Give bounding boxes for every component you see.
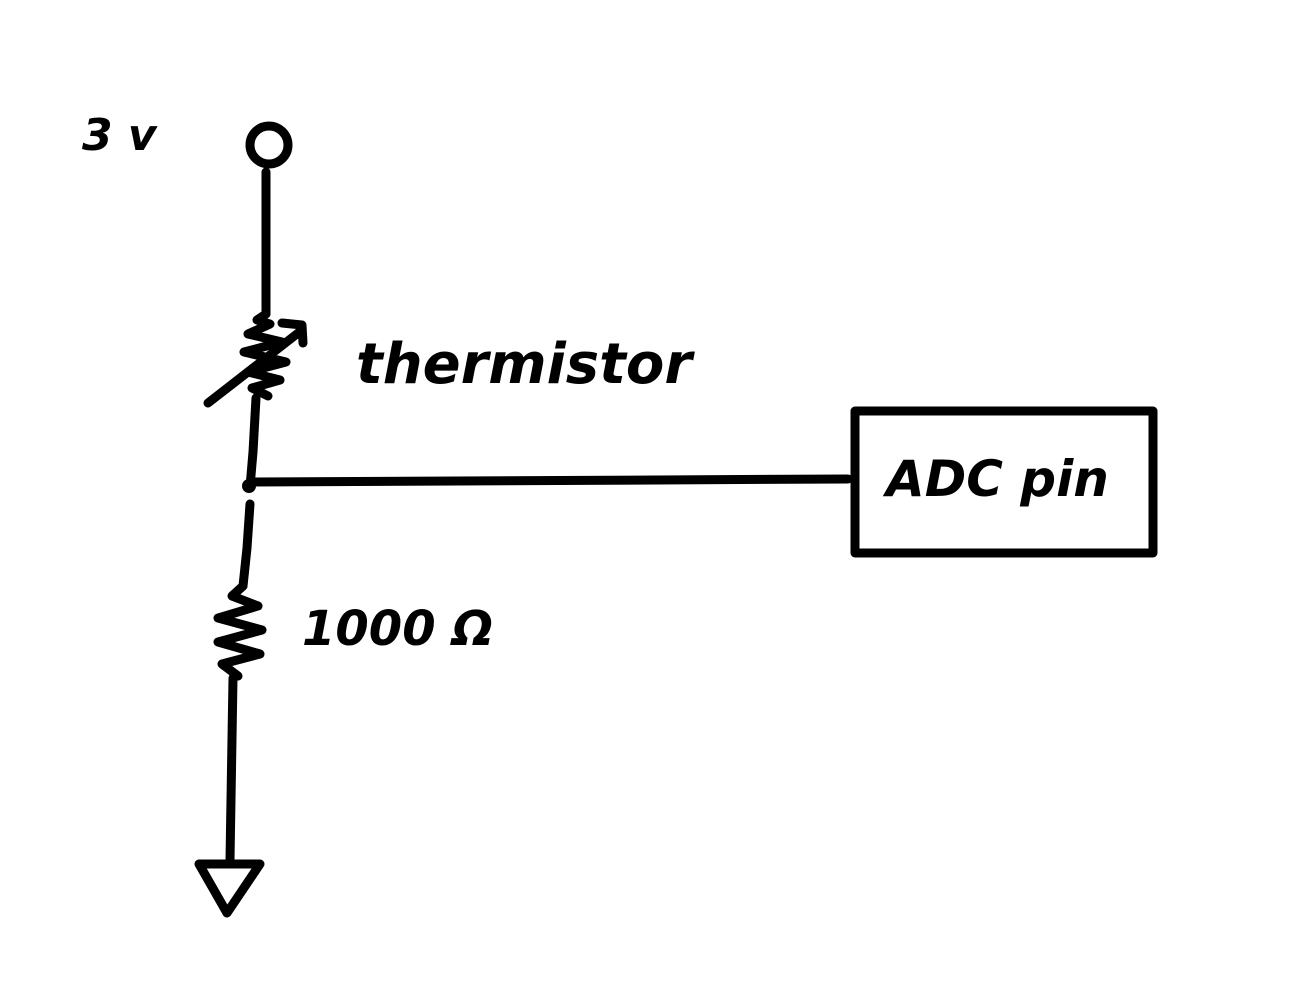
adc-pin-box [850,406,1158,558]
ground-icon [194,859,265,918]
resistor-symbol [213,581,267,681]
wire-node-to-resistor [238,499,255,591]
thermistor-symbol [239,309,291,401]
supply-label: 3 v [82,110,158,161]
adc-pin-label: ADC pin [882,450,1109,508]
thermistor-arrow-icon [203,318,308,408]
wire-resistor-to-ground [225,673,238,865]
wire-thermistor-to-node [245,393,261,492]
resistor-label: 1000 Ω [302,601,493,657]
thermistor-label: thermistor [356,332,695,397]
wire-node-to-adc [245,474,853,487]
supply-terminal-icon [245,121,293,169]
